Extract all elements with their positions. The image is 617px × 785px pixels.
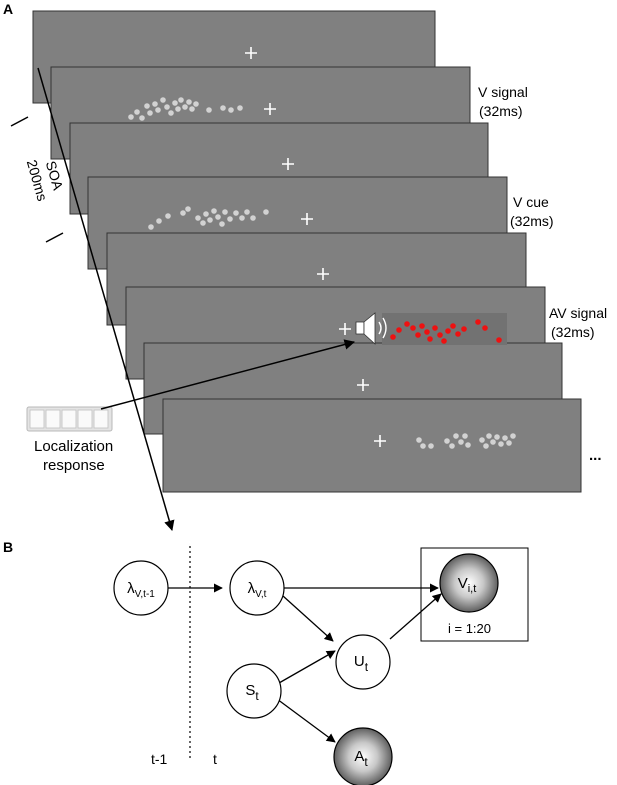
edge-u-to-v — [389, 593, 442, 640]
node-lambda: λV,t — [229, 560, 285, 616]
screen-8 — [162, 398, 582, 493]
time-label-prev: t-1 — [151, 751, 168, 767]
plate — [420, 547, 529, 642]
fixation-crosses — [245, 47, 386, 447]
time-label-curr: t — [213, 751, 217, 767]
soa-tick-top — [10, 116, 29, 127]
edge-lambda-to-u — [282, 595, 334, 642]
fixation-cross-6 — [339, 323, 351, 335]
fixation-cross-1 — [245, 47, 257, 59]
av-signal-duration: (32ms) — [551, 324, 595, 340]
graph-edges — [168, 583, 442, 743]
fixation-cross-8 — [374, 435, 386, 447]
node-v-observed: Vi,t — [439, 553, 499, 613]
node-lambda-prev: λV,t-1 — [113, 560, 169, 616]
soa-tick-bottom — [45, 232, 64, 243]
av-signal-label: AV signal — [549, 305, 607, 321]
fixation-cross-5 — [317, 268, 329, 280]
panel-a-label: A — [3, 1, 13, 17]
svg-text:Ut: Ut — [354, 653, 369, 674]
v-cue-label: V cue — [513, 194, 549, 210]
v-cue-duration: (32ms) — [510, 213, 554, 229]
svg-text:λV,t-1: λV,t-1 — [127, 580, 155, 600]
edge-s-to-u — [278, 650, 336, 684]
fixation-cross-4 — [301, 213, 313, 225]
fixation-cross-2 — [264, 103, 276, 115]
time-axis-arrow — [37, 67, 175, 532]
v-signal-duration: (32ms) — [479, 103, 523, 119]
response-keypad-icon — [26, 406, 113, 432]
node-s: St — [226, 663, 282, 719]
svg-text:λV,t: λV,t — [248, 580, 267, 600]
v-signal-label: V signal — [478, 84, 528, 100]
final-screen-dots — [416, 433, 516, 449]
soa-label-group: SOA 200ms — [24, 158, 67, 203]
node-u: Ut — [335, 634, 391, 690]
fixation-cross-7 — [357, 379, 369, 391]
svg-text:At: At — [354, 748, 368, 769]
edge-s-to-a — [276, 698, 336, 743]
svg-text:St: St — [245, 682, 259, 703]
localization-label-2: response — [43, 457, 105, 474]
av-signal-dots — [390, 319, 502, 344]
localization-label: Localization — [34, 438, 113, 455]
v-signal-dots — [128, 97, 243, 121]
speaker-icon — [355, 312, 387, 345]
response-arrow — [100, 339, 356, 410]
plate-label: i = 1:20 — [448, 621, 491, 636]
svg-text:Vi,t: Vi,t — [458, 575, 477, 595]
panel-b-label: B — [3, 539, 13, 555]
v-cue-dots — [148, 206, 269, 230]
fixation-cross-3 — [282, 158, 294, 170]
continuation-ellipsis: ... — [589, 447, 602, 464]
node-a-observed: At — [333, 727, 393, 785]
